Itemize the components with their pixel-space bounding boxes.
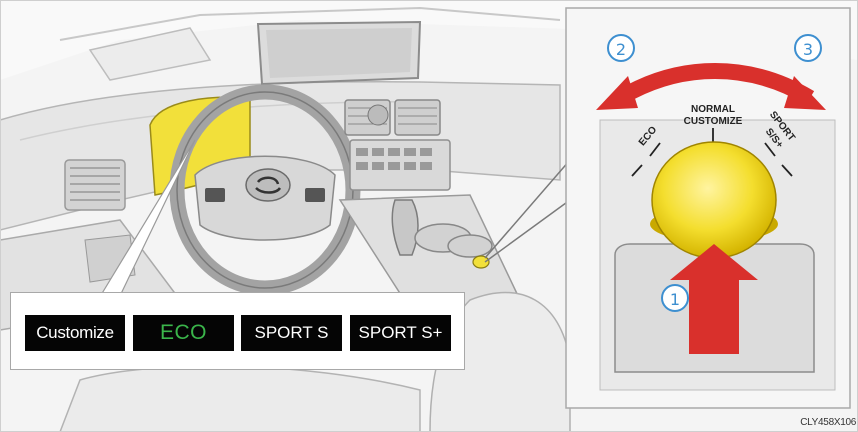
dial-label-normal: NORMAL [691,104,735,115]
step-marker-1: 1 [662,285,688,311]
mode-label: ECO [160,321,207,345]
mode-label: SPORT S [254,323,328,343]
step-marker-2: 2 [608,35,634,61]
mode-label: Customize [36,323,114,343]
mode-label: SPORT S+ [359,323,443,343]
drive-mode-display-panel: Customize ECO SPORT S SPORT S+ [10,292,465,370]
mode-indicator-eco: ECO [133,315,234,351]
step-number: 2 [616,40,626,59]
step-number: 1 [670,290,680,309]
mode-indicator-sport-s: SPORT S [241,315,342,351]
figure-code: CLY458X106 [800,417,856,428]
mode-indicator-customize: Customize [25,315,125,351]
step-number: 3 [803,40,813,59]
mode-indicator-sport-s-plus: SPORT S+ [350,315,451,351]
dial-label-customize: CUSTOMIZE [684,116,743,127]
step-marker-3: 3 [795,35,821,61]
